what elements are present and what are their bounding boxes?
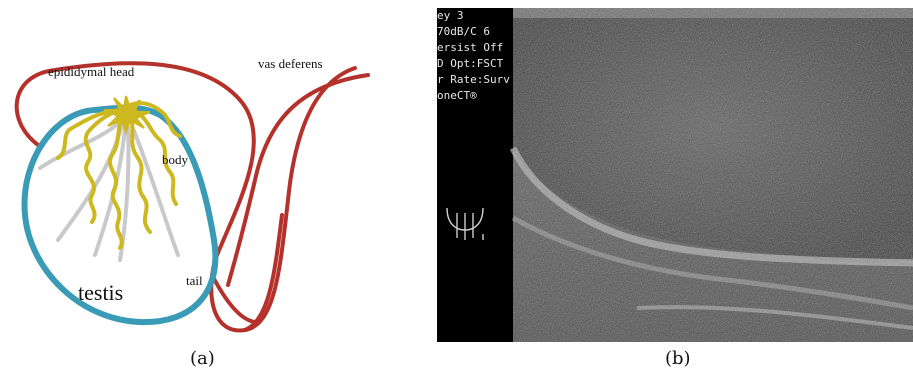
speckle-texture [513,8,913,342]
diagram-panel-a: epididymal head vas deferens body tail t… [0,0,400,345]
label-testis: testis [78,280,123,305]
label-epididymal-head: epididymal head [48,64,135,79]
overlay-line-2: ersist Off [437,40,513,56]
caption-b: (b) [665,348,691,369]
seminiferous-tubules [40,122,178,260]
label-body: body [162,152,189,167]
overlay-line-3: D Opt:FSCT [437,56,513,72]
caption-a: (a) [190,348,215,369]
label-tail: tail [186,273,203,288]
label-vas-deferens: vas deferens [258,56,323,71]
overlay-line-1: 70dB/C 6 [437,24,513,40]
overlay-line-4: r Rate:Surv [437,72,513,88]
overlay-line-0: ey 3 [437,8,513,24]
overlay-line-5: oneCT® [437,88,513,104]
ultrasound-image: ey 3 70dB/C 6 ersist Off D Opt:FSCT r Ra… [437,8,913,342]
testis-diagram: epididymal head vas deferens body tail t… [0,0,400,345]
ultrasound-settings-overlay: ey 3 70dB/C 6 ersist Off D Opt:FSCT r Ra… [437,8,513,342]
